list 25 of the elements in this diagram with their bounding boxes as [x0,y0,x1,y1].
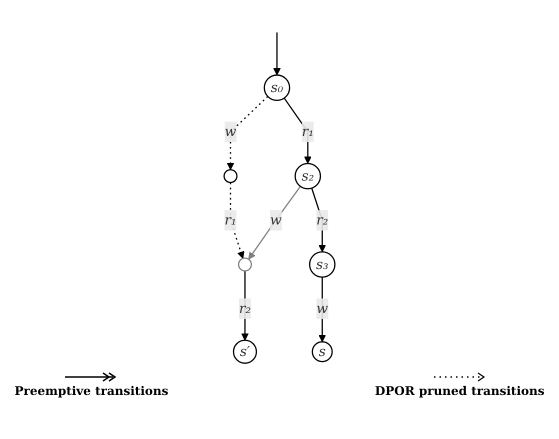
node-circle [264,74,290,101]
node-circle [238,257,252,272]
node-circle [232,340,258,364]
legend-text: Preemptive transitions [14,384,168,398]
state-graph: w r₁ r₁ w r₂ r₂ w s₀ s₂ s₃ s′ s [0,0,559,370]
arrow [273,32,281,76]
arrow [230,182,244,259]
legend-text: DPOR pruned transitions [374,384,544,398]
node-circle [312,341,333,362]
edge-label: r₁ [224,212,236,228]
node-circle [294,162,322,190]
edge-label: r₁ [302,123,314,140]
edge-label: r₂ [238,300,251,316]
node-circle [223,169,238,184]
edge-label: r₂ [316,212,328,228]
arrow [248,186,301,260]
arrow [311,188,326,252]
arrow [241,270,249,341]
edge-label: w [270,212,282,228]
edge-label: w [224,123,236,140]
node-circle [308,251,336,278]
arrow [284,98,312,164]
edge-label: w [316,300,328,316]
arrow [318,277,326,342]
arrow [226,96,268,170]
